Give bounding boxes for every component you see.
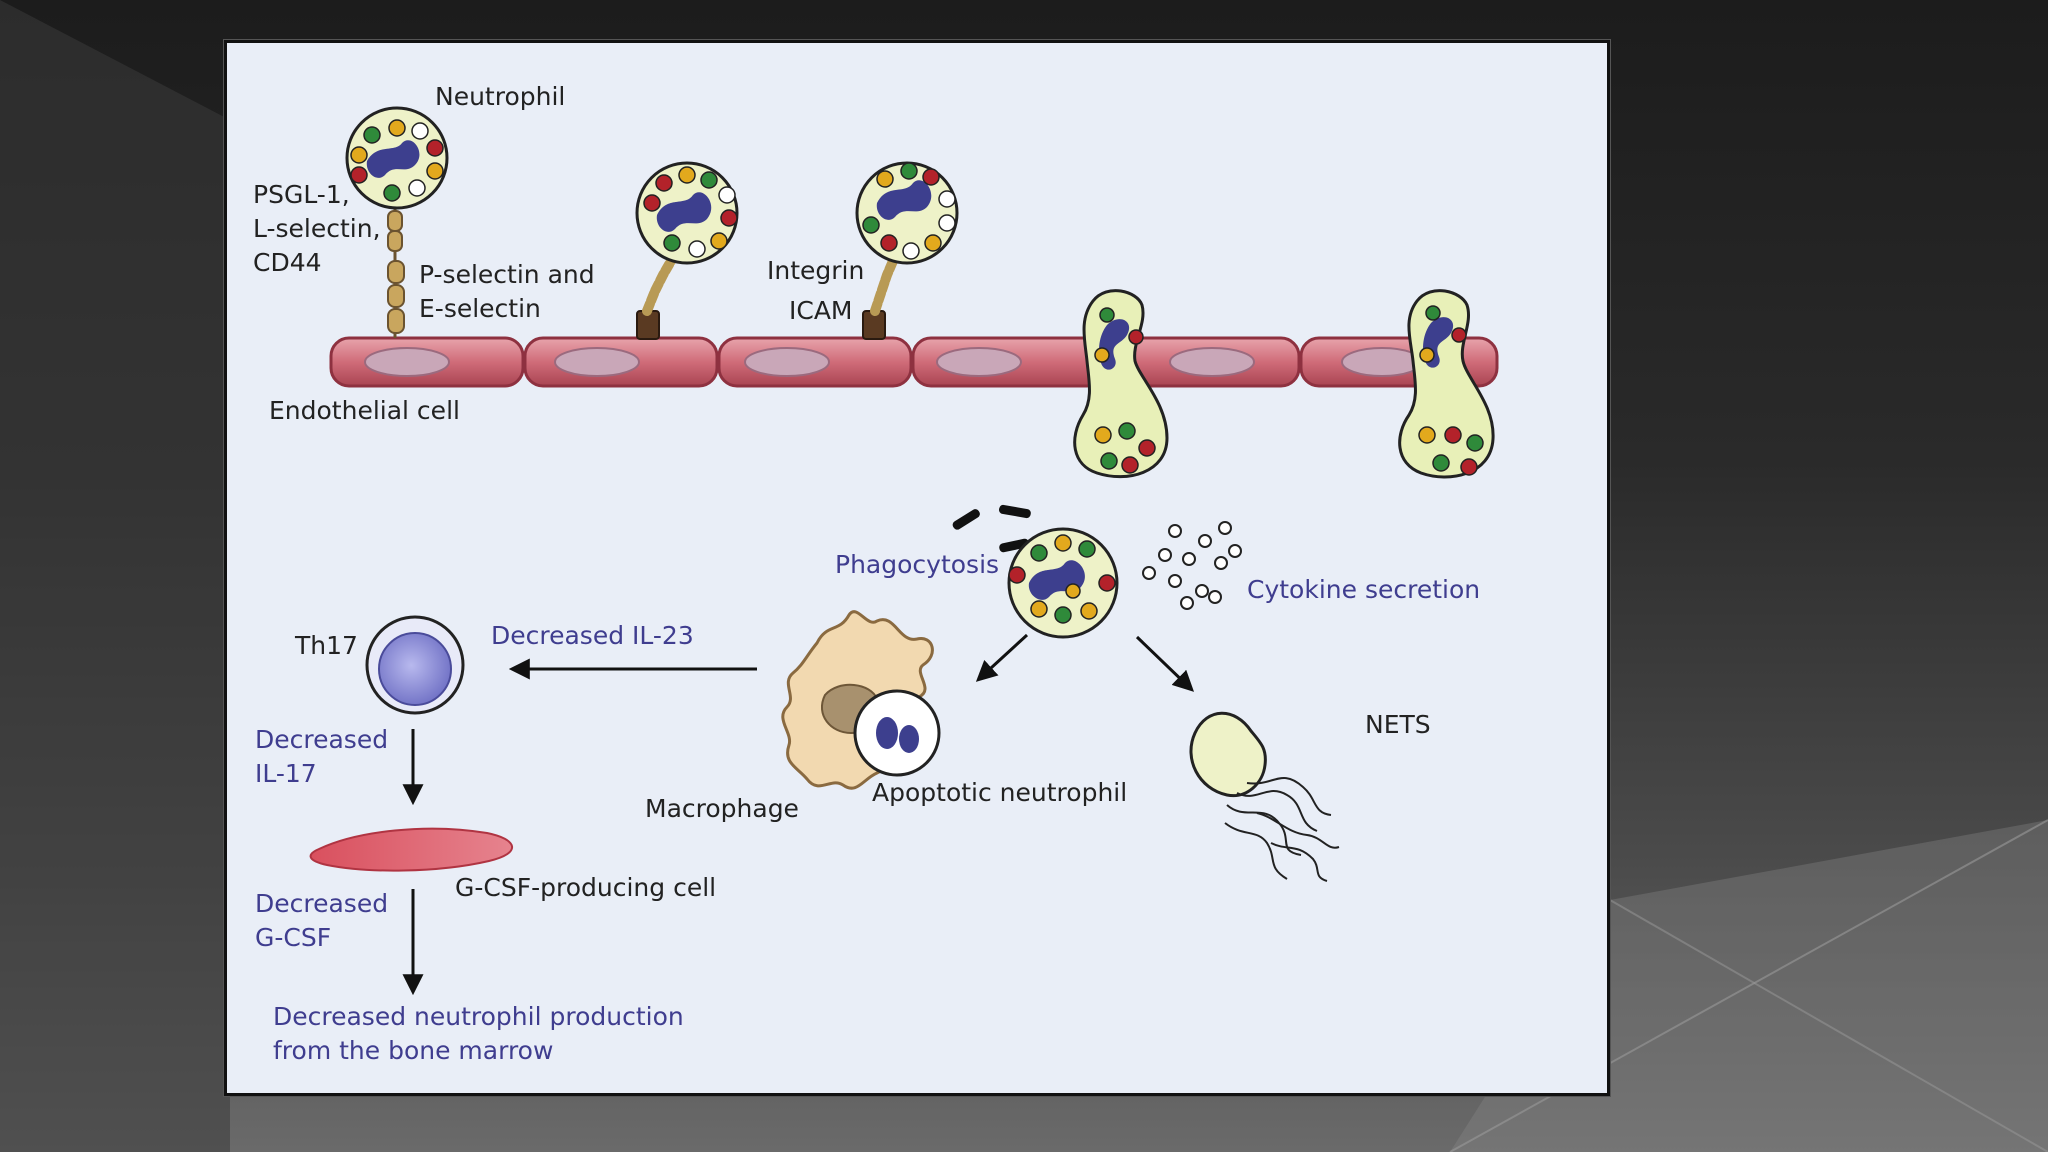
label-bone-marrow: from the bone marrow bbox=[273, 1036, 553, 1065]
label-apoptotic-neutrophil: Apoptotic neutrophil bbox=[872, 778, 1127, 807]
gcsf-producing-cell bbox=[309, 827, 514, 872]
apoptotic-neutrophil bbox=[853, 689, 941, 777]
neutrophil-transmigrating bbox=[1073, 289, 1169, 479]
arrow-to-nets bbox=[1135, 635, 1195, 692]
label-pselectin: P-selectin and bbox=[419, 260, 595, 289]
cytokine-particles bbox=[1142, 521, 1242, 610]
th17-cell bbox=[365, 615, 465, 715]
label-th17: Th17 bbox=[294, 631, 358, 660]
neutrophil-rolling bbox=[345, 106, 449, 338]
neutrophil-adhering bbox=[635, 161, 739, 340]
endothelial-cell bbox=[1105, 336, 1301, 388]
endothelial-cell bbox=[329, 336, 525, 388]
label-phagocytosis: Phagocytosis bbox=[835, 550, 999, 579]
endothelial-cell bbox=[523, 336, 719, 388]
label-icam: ICAM bbox=[789, 296, 853, 325]
label-endothelial-cell: Endothelial cell bbox=[269, 396, 460, 425]
label-decreased-production: Decreased neutrophil production bbox=[273, 1002, 684, 1031]
label-decreased-gcsf: Decreased bbox=[255, 889, 388, 918]
endothelial-cell bbox=[911, 336, 1107, 388]
label-psgl: PSGL-1, bbox=[253, 180, 350, 209]
label-neutrophil: Neutrophil bbox=[435, 82, 565, 111]
label-decreased-il17: Decreased bbox=[255, 725, 388, 754]
arrow-to-apoptosis bbox=[975, 633, 1029, 682]
nets-cell bbox=[1189, 711, 1340, 882]
label-lselectin: L-selectin, bbox=[253, 214, 381, 243]
endothelial-cell bbox=[717, 336, 913, 388]
label-cytokine-secretion: Cytokine secretion bbox=[1247, 575, 1480, 604]
label-integrin: Integrin bbox=[767, 256, 864, 285]
neutrophil-phagocytosing bbox=[952, 504, 1119, 639]
bacterium bbox=[999, 504, 1031, 519]
endothelium bbox=[329, 336, 1499, 388]
label-nets: NETS bbox=[1365, 710, 1431, 739]
label-cd44: CD44 bbox=[253, 248, 322, 277]
label-decreased-il23: Decreased IL-23 bbox=[491, 621, 694, 650]
bacterium bbox=[952, 509, 980, 530]
neutrophil-transmigrating bbox=[1398, 289, 1495, 479]
nets-fibers bbox=[1224, 776, 1340, 882]
label-gcsf-producing-cell: G-CSF-producing cell bbox=[455, 873, 716, 902]
neutrophil-firm-adhesion bbox=[855, 161, 959, 340]
figure-panel: Neutrophil PSGL-1, L-selectin, CD44 P-se… bbox=[224, 40, 1610, 1096]
label-macrophage: Macrophage bbox=[645, 794, 799, 823]
bacterium bbox=[999, 538, 1029, 553]
neutrophil-diagram: Neutrophil PSGL-1, L-selectin, CD44 P-se… bbox=[253, 82, 1499, 1065]
label-eselectin: E-selectin bbox=[419, 294, 541, 323]
label-il17: IL-17 bbox=[255, 759, 317, 788]
label-gcsf: G-CSF bbox=[255, 923, 331, 952]
